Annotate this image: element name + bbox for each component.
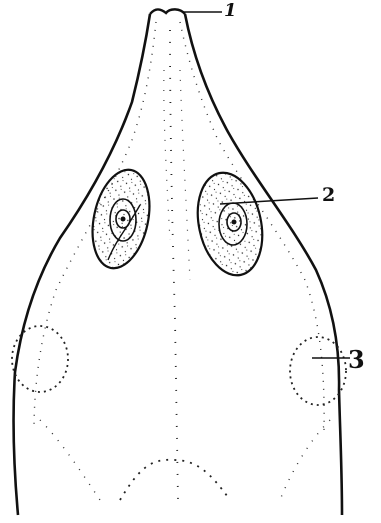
head-outline-right <box>185 14 342 515</box>
label-1: 1 <box>224 2 237 20</box>
midline-dots <box>170 30 178 500</box>
snout-tip <box>150 9 185 14</box>
head-outline <box>14 14 150 515</box>
label-2: 2 <box>322 186 335 205</box>
label-3: 3 <box>348 348 365 372</box>
right-eye <box>189 167 271 282</box>
left-ear-spot <box>12 326 68 392</box>
